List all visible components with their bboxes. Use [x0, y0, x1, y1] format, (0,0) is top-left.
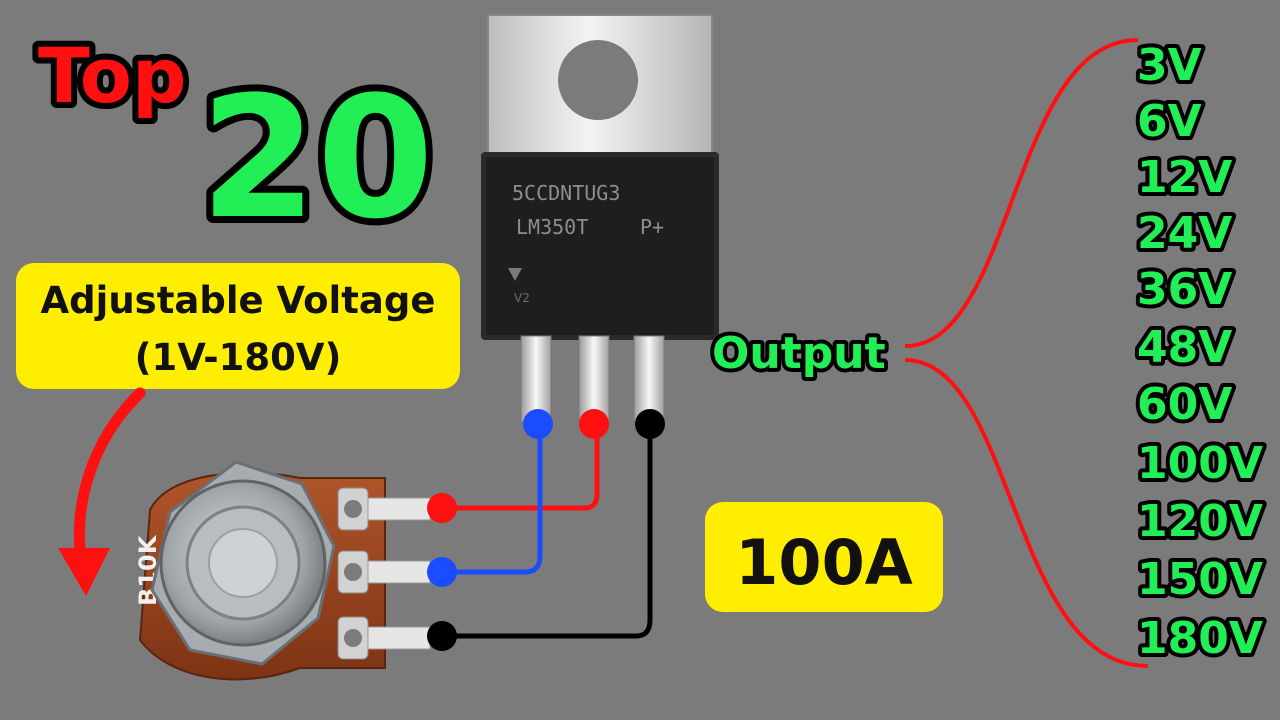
output-label: Output — [712, 328, 886, 379]
chip-code: 5CCDNTUG3 — [512, 181, 620, 205]
current-label: 100A — [735, 526, 912, 599]
voltage-item: 12V — [1137, 152, 1232, 203]
curved-arrow-icon — [58, 387, 146, 596]
voltage-list: 3V 6V 12V 24V 36V 48V 60V 100V 120V 150V… — [1133, 36, 1267, 668]
output-wires — [904, 38, 1149, 668]
chip-leg-output — [578, 335, 610, 423]
adjustable-voltage-badge: Adjustable Voltage (1V-180V) — [16, 263, 460, 389]
voltage-item: 3V — [1137, 40, 1202, 91]
regulator-chip: 5CCDNTUG3 LM350T P+ V2 — [481, 14, 719, 423]
voltage-item: 120V — [1137, 496, 1263, 547]
voltage-item: 150V — [1137, 554, 1263, 605]
voltage-item: 180V — [1137, 613, 1263, 664]
title-top: Top — [38, 31, 186, 120]
adjustable-line1: Adjustable Voltage — [41, 279, 436, 322]
voltage-item: 48V — [1137, 322, 1232, 373]
title-number: 20 — [200, 60, 434, 256]
wires — [427, 409, 665, 651]
potentiometer: B10K — [134, 460, 431, 681]
chip-model: LM350T — [516, 215, 588, 239]
wire-black — [442, 424, 653, 639]
chip-mark: V2 — [514, 291, 530, 305]
adjustable-line2: (1V-180V) — [135, 336, 342, 379]
pot-pins — [337, 487, 431, 660]
voltage-item: 36V — [1137, 264, 1232, 315]
wire-red — [442, 424, 600, 511]
voltage-item: 100V — [1137, 438, 1263, 489]
chip-leg-input — [633, 335, 665, 423]
voltage-item: 6V — [1137, 96, 1202, 147]
voltage-item: 60V — [1137, 379, 1232, 430]
voltage-item: 24V — [1137, 208, 1232, 259]
chip-suffix: P+ — [640, 215, 664, 239]
wire-blue — [442, 424, 543, 575]
current-badge: 100A — [705, 502, 943, 612]
chip-leg-adjust — [520, 335, 552, 423]
